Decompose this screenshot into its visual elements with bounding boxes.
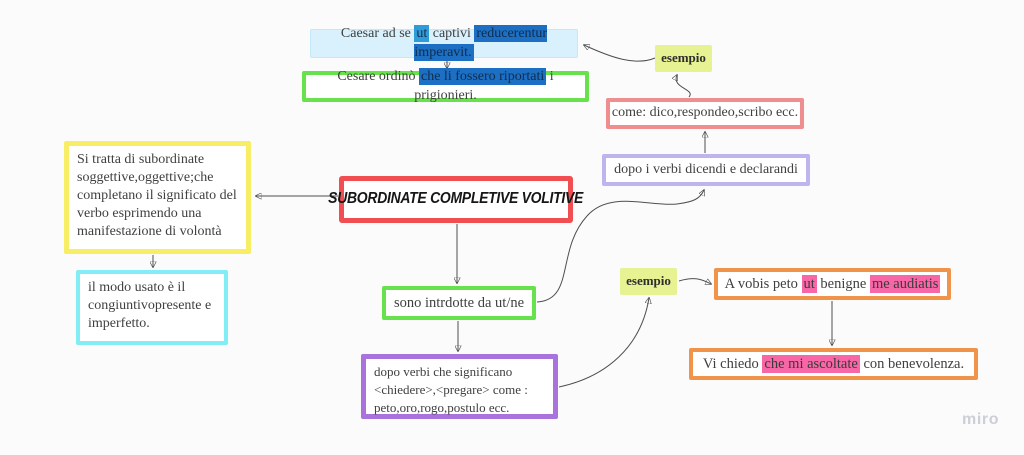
node-verba-dicendi-examples[interactable]: come: dico,respondeo,scribo ecc. [606,98,804,129]
definizione-text: Si tratta di subordinate soggettive,ogge… [77,152,237,239]
chiedere-line-1: dopo verbi che significano [374,364,513,379]
node-verbi-chiedere-pregare[interactable]: dopo verbi che significano <chiedere>,<p… [361,354,558,419]
connector-esempio-top-caesar[interactable] [584,45,656,62]
caesar-text: Caesar ad se ut captivi reducerentur imp… [340,25,548,61]
modo-text: il modo usato è il congiuntivopresente e… [88,280,212,332]
connector-come-esempio-top[interactable] [676,75,691,98]
highlight-me-audiatis: me audiatis [869,274,941,293]
esempio-bottom-text: esempio [626,273,671,289]
node-verbi-dicendi-declarandi[interactable]: dopo i verbi dicendi e declarandi [602,154,810,186]
connector-chiedere-esempio-bottom[interactable] [558,298,649,388]
node-ut-ne[interactable]: sono intrdotte da ut/ne [382,286,536,320]
node-latin-example-caesar[interactable]: Caesar ad se ut captivi reducerentur imp… [310,25,578,61]
highlight-che-mi-ascoltate: che mi ascoltate [762,354,860,373]
utne-text: sono intrdotte da ut/ne [393,294,525,311]
main-topic-text: SUBORDINATE COMPLETIVE VOLITIVE [328,190,584,208]
node-main-topic[interactable]: SUBORDINATE COMPLETIVE VOLITIVE [329,176,584,223]
node-definizione[interactable]: Si tratta di subordinate soggettive,ogge… [64,141,251,254]
label-esempio-top[interactable]: esempio [655,45,712,72]
chiedere-line-3: peto,oro,rogo,postulo ecc. [374,399,510,415]
come-text: come: dico,respondeo,scribo ecc. [611,105,799,121]
node-translation-cesare[interactable]: Cesare ordinò che li fossero riportati i… [302,68,589,103]
avobis-text: A vobis peto ut benigne me audiatis [724,274,941,293]
dicendi-text: dopo i verbi dicendi e declarandi [614,161,798,177]
label-esempio-bottom[interactable]: esempio [620,268,677,295]
esempio-top-text: esempio [661,50,706,66]
cesare-text: Cesare ordinò che li fossero riportati i… [337,68,554,103]
miro-logo[interactable]: miro [962,411,1000,428]
chiedere-line-2: <chiedere>,<pregare> come : [374,381,528,397]
highlight-che-li-fossero: che li fossero riportati [419,68,547,86]
vichiedo-text: Vi chiedo che mi ascoltate con benevolen… [702,354,965,373]
node-modo-congiuntivo[interactable]: il modo usato è il congiuntivopresente e… [76,270,228,345]
connector-utne-dicendi[interactable] [536,190,704,303]
node-latin-example-a-vobis[interactable]: A vobis peto ut benigne me audiatis [714,268,951,300]
highlight-ut: ut [414,25,430,43]
highlight-ut-pink: ut [801,274,817,293]
node-translation-vi-chiedo[interactable]: Vi chiedo che mi ascoltate con benevolen… [689,348,978,380]
connector-esempio-bottom-avobis[interactable] [678,278,711,284]
